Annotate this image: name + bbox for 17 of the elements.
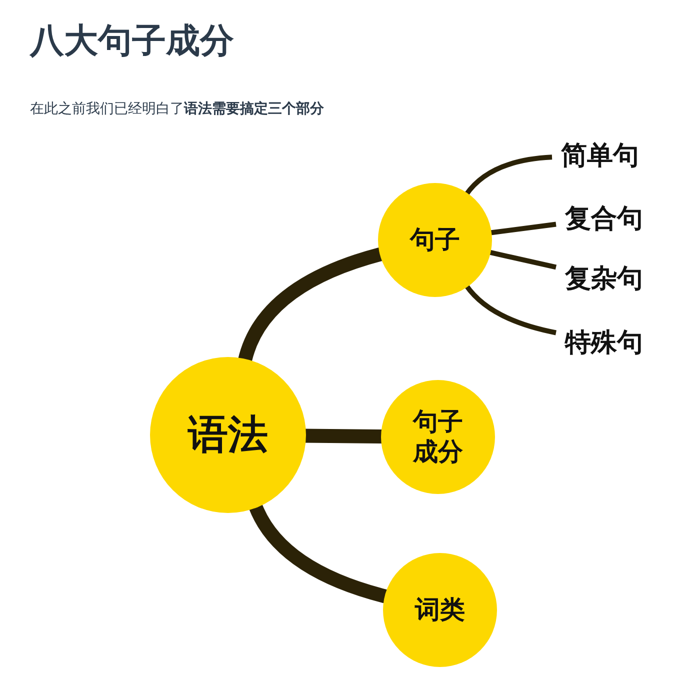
branch-label: 简单句	[552, 136, 648, 174]
topic-label: 句子	[410, 225, 460, 255]
branch-line	[238, 247, 384, 363]
branch-line	[248, 503, 388, 604]
title: 八大句子成分	[30, 20, 234, 63]
branch-label: 复杂句	[556, 259, 652, 297]
branch-line	[488, 250, 557, 270]
branch-line	[464, 154, 552, 196]
root-label: 语法	[188, 411, 268, 459]
topic-label: 词类	[415, 595, 465, 625]
branch-label: 复合句	[556, 199, 652, 237]
branch-line	[464, 284, 557, 336]
topic-label: 句子成分	[413, 407, 463, 467]
branch-line	[489, 222, 556, 236]
intro-text: 在此之前我们已经明白了语法需要搞定三个部分	[30, 100, 324, 118]
branch-label: 特殊句	[556, 323, 652, 361]
branch-line	[304, 428, 384, 444]
